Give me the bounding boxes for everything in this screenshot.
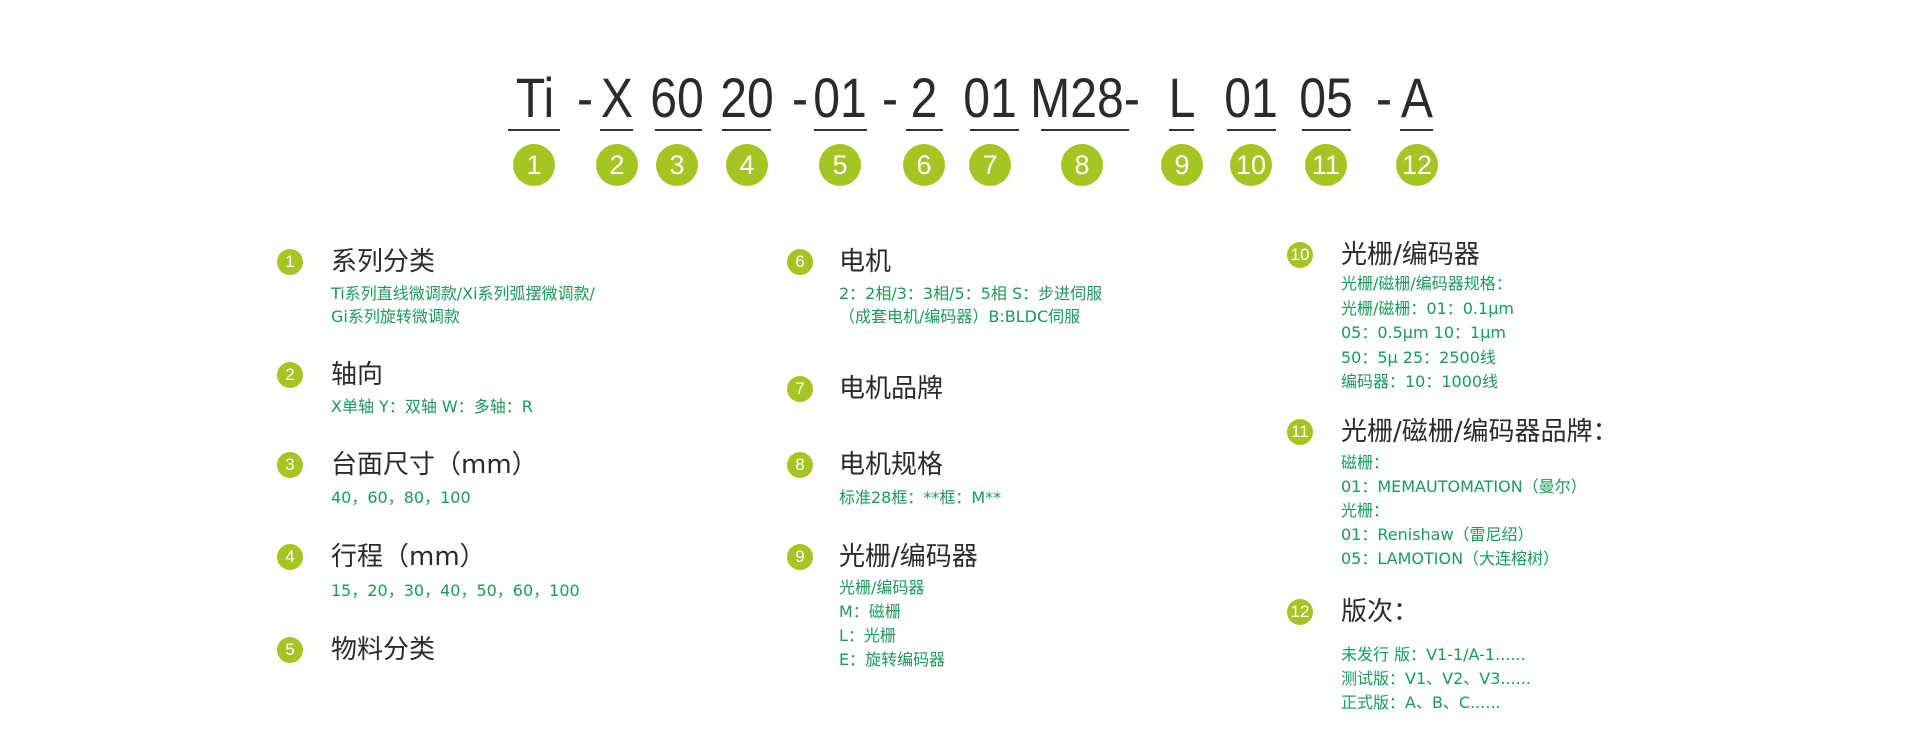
item-detail-line: 标准28框：**框：M** <box>839 488 1002 507</box>
item-detail-line: 测试版：V1、V2、V3...... <box>1341 669 1531 688</box>
item-number-badge: 2 <box>277 362 303 388</box>
code-segment: L <box>1168 66 1196 129</box>
code-segment: - <box>576 66 594 129</box>
item-detail-line: X单轴 Y：双轴 W：多轴：R <box>331 397 533 416</box>
code-number-badge: 10 <box>1230 144 1272 186</box>
code-segment: A <box>1400 66 1434 129</box>
code-segment: M28- <box>1030 66 1140 129</box>
code-number-badge: 11 <box>1305 144 1347 186</box>
item-number-badge: 6 <box>787 249 813 275</box>
code-underline <box>722 129 771 131</box>
item-detail-line: 05：0.5μm 10：1μm <box>1341 323 1506 342</box>
item-detail-line: 光栅/编码器 <box>839 578 925 597</box>
item-detail-line: 2：2相/3：3相/5：5相 S：步进伺服 <box>839 284 1103 303</box>
item-title: 光栅/编码器 <box>839 542 978 572</box>
item-detail-line: 50：5μ 25：2500线 <box>1341 348 1496 367</box>
item-number-badge: 12 <box>1287 599 1313 625</box>
code-underline <box>1227 129 1276 131</box>
item-detail-line: 光栅/磁栅：01：0.1μm <box>1341 299 1514 318</box>
code-segment: 01 <box>813 66 867 129</box>
item-detail-line: 40，60，80，100 <box>331 488 471 507</box>
code-number-badge: 4 <box>726 144 768 186</box>
item-detail-line: 正式版：A、B、C...... <box>1341 693 1501 712</box>
code-number-badge: 3 <box>656 144 698 186</box>
code-segment: 20 <box>720 66 774 129</box>
code-underline <box>1400 129 1433 131</box>
code-segment: 2 <box>910 66 938 129</box>
item-detail-line: 01：Renishaw（雷尼绍） <box>1341 525 1534 544</box>
code-underline <box>1169 129 1194 131</box>
code-segment: 05 <box>1299 66 1353 129</box>
code-number-badge: 7 <box>969 144 1011 186</box>
item-title: 物料分类 <box>331 635 436 665</box>
item-title: 台面尺寸（mm） <box>331 450 538 480</box>
item-title: 版次： <box>1341 597 1420 627</box>
item-detail-line: 未发行 版：V1-1/A-1...... <box>1341 645 1526 664</box>
code-underline <box>814 129 867 131</box>
code-underline <box>1041 129 1129 131</box>
code-underline <box>906 129 943 131</box>
code-underline <box>970 129 1019 131</box>
item-detail-line: L：光栅 <box>839 626 896 645</box>
code-segment: - <box>1375 66 1393 129</box>
item-number-badge: 10 <box>1287 242 1313 268</box>
code-underline <box>600 129 633 131</box>
item-detail-line: M：磁栅 <box>839 602 901 621</box>
item-title: 电机 <box>839 247 892 277</box>
item-title: 电机规格 <box>839 450 944 480</box>
code-segment: Ti <box>515 66 555 129</box>
code-segment: - <box>791 66 809 129</box>
item-detail-line: 05：LAMOTION（大连榕树） <box>1341 549 1560 568</box>
item-detail-line: （成套电机/编码器）B:BLDC伺服 <box>839 307 1081 326</box>
code-number-badge: 12 <box>1396 144 1438 186</box>
item-title: 光栅/编码器 <box>1341 240 1480 270</box>
code-number-badge: 6 <box>903 144 945 186</box>
code-number-badge: 8 <box>1061 144 1103 186</box>
code-underline <box>1302 129 1351 131</box>
item-detail-line: 磁栅： <box>1341 453 1390 472</box>
item-detail-line: 编码器：10：1000线 <box>1341 372 1499 391</box>
item-title: 轴向 <box>331 360 384 390</box>
item-detail-line: 光栅： <box>1341 501 1390 520</box>
item-title: 系列分类 <box>331 247 436 277</box>
code-segment: 60 <box>650 66 704 129</box>
item-title: 电机品牌 <box>839 374 944 404</box>
code-segment: - <box>881 66 899 129</box>
code-underline <box>655 129 702 131</box>
item-number-badge: 11 <box>1287 419 1313 445</box>
code-number-badge: 9 <box>1161 144 1203 186</box>
item-detail-line: 15，20，30，40，50，60，100 <box>331 581 580 600</box>
code-underline <box>508 129 560 131</box>
item-detail-line: Ti系列直线微调款/Xi系列弧摆微调款/ <box>331 284 595 303</box>
item-number-badge: 8 <box>787 452 813 478</box>
code-segment: 01 <box>963 66 1017 129</box>
item-number-badge: 5 <box>277 637 303 663</box>
item-number-badge: 4 <box>277 544 303 570</box>
item-detail-line: Gi系列旋转微调款 <box>331 307 460 326</box>
item-detail-line: E：旋转编码器 <box>839 650 946 669</box>
item-number-badge: 3 <box>277 452 303 478</box>
item-title: 行程（mm） <box>331 542 486 572</box>
code-segment: X <box>600 66 634 129</box>
item-detail-line: 01：MEMAUTOMATION（曼尔） <box>1341 477 1587 496</box>
item-title: 光栅/磁栅/编码器品牌： <box>1341 417 1619 447</box>
code-number-badge: 1 <box>513 144 555 186</box>
code-number-badge: 5 <box>819 144 861 186</box>
code-number-badge: 2 <box>596 144 638 186</box>
item-number-badge: 7 <box>787 376 813 402</box>
item-detail-line: 光栅/磁栅/编码器规格： <box>1341 274 1512 293</box>
code-segment: 01 <box>1224 66 1278 129</box>
item-number-badge: 9 <box>787 544 813 570</box>
item-number-badge: 1 <box>277 249 303 275</box>
